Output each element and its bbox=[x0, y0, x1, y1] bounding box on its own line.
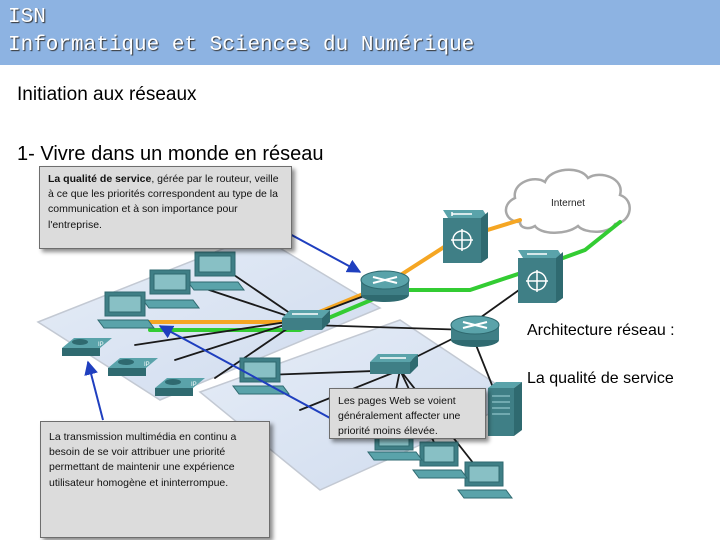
pc-icon bbox=[412, 441, 468, 479]
switch-icon-upper bbox=[282, 310, 330, 330]
multilayer-switch-icon-2 bbox=[518, 250, 563, 303]
switch-icon-lower bbox=[370, 354, 418, 374]
callout-web: Les pages Web se voient généralement aff… bbox=[329, 388, 486, 439]
section-title: 1- Vivre dans un monde en réseau bbox=[17, 143, 324, 165]
pc-icon bbox=[97, 291, 155, 329]
callout-web-text: Les pages Web se voient généralement aff… bbox=[338, 395, 461, 438]
arrow-to-switch bbox=[158, 325, 331, 419]
callout-qos-text: , gérée par le routeur, veille à ce que … bbox=[48, 173, 279, 231]
qos-label: La qualité de service bbox=[525, 370, 676, 388]
router-icon-main bbox=[360, 270, 410, 302]
internet-cloud-icon: Internet bbox=[504, 168, 631, 234]
phone-label: IP bbox=[98, 342, 104, 348]
pc-icon bbox=[142, 269, 200, 309]
ip-phone-icons: IP IP IP bbox=[62, 338, 205, 396]
server-icon bbox=[488, 382, 522, 436]
callout-multimedia-text: La transmission multimédia en continu a … bbox=[49, 431, 237, 489]
arrow-to-phones bbox=[84, 360, 104, 421]
router-icon-secondary bbox=[450, 315, 500, 347]
cloud-label: Internet bbox=[551, 198, 585, 209]
slide-subtitle: Initiation aux réseaux bbox=[17, 84, 197, 105]
pc-icons bbox=[97, 251, 513, 499]
pc-icon bbox=[457, 461, 513, 499]
phone-label: IP bbox=[191, 382, 197, 388]
phone-label: IP bbox=[144, 362, 150, 368]
course-code: ISN bbox=[8, 6, 46, 29]
ip-phone-icon: IP bbox=[155, 378, 205, 396]
ip-phone-icon: IP bbox=[108, 358, 158, 376]
course-title: Informatique et Sciences du Numérique bbox=[8, 34, 475, 57]
callout-qos: La qualité de service, gérée par le rout… bbox=[39, 166, 292, 249]
ip-phone-icon: IP bbox=[62, 338, 112, 356]
multilayer-switch-icon-1 bbox=[443, 210, 488, 263]
callout-multimedia: La transmission multimédia en continu a … bbox=[40, 421, 270, 538]
title-banner: ISN Informatique et Sciences du Numériqu… bbox=[0, 0, 720, 65]
callout-qos-bold: La qualité de service bbox=[48, 173, 152, 185]
architecture-label: Architecture réseau : bbox=[525, 322, 677, 340]
pc-icon bbox=[187, 251, 245, 291]
